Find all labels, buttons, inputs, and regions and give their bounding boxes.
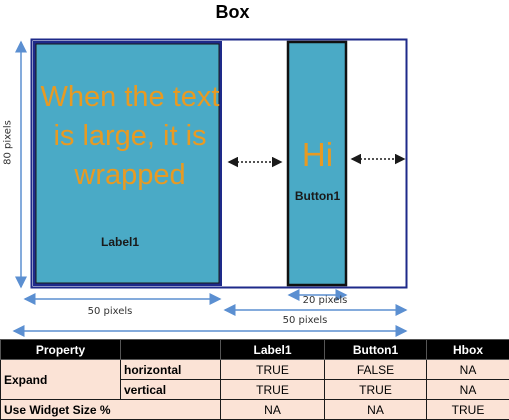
row-sub-label: vertical (120, 379, 221, 400)
button-width-dimension-label: 20 pixels (302, 295, 348, 306)
table-cell: TRUE (324, 379, 427, 400)
row-sub-label: horizontal (120, 359, 221, 380)
vertical-dimension-label: 80 pixels (2, 120, 14, 165)
table-cell: TRUE (426, 399, 509, 420)
table-cell: TRUE (220, 379, 325, 400)
header-button1: Button1 (324, 339, 427, 360)
header-property: Property (0, 339, 121, 360)
property-table: Property Label1 Button1 Hbox Expand hori… (0, 339, 509, 420)
label-widget-name: Label1 (100, 235, 139, 249)
table-row: vertical TRUE TRUE NA (1, 379, 509, 400)
table-cell: NA (324, 399, 427, 420)
diagram-title: Box (215, 2, 250, 22)
table-header-row: Property Label1 Button1 Hbox (0, 339, 509, 360)
table-cell: NA (220, 399, 325, 420)
expand-label: Expand (0, 359, 121, 400)
header-hbox: Hbox (426, 339, 509, 360)
remaining-width-dimension-label: 50 pixels (282, 315, 328, 326)
table-row: Expand horizontal TRUE FALSE NA (0, 359, 509, 400)
header-label1: Label1 (220, 339, 325, 360)
button-widget-name: Button1 (294, 189, 341, 203)
button-widget (286, 40, 348, 287)
table-cell: TRUE (220, 359, 325, 380)
header-subproperty (120, 339, 221, 360)
button-widget-text: Hi (301, 136, 334, 173)
table-cell: FALSE (324, 359, 427, 380)
label-widget-text: When the text is large, it is wrapped (40, 81, 220, 191)
widget-size-label: Use Widget Size % (0, 399, 221, 420)
box-diagram (12, 38, 408, 337)
table-row: Use Widget Size % NA NA TRUE (0, 399, 509, 420)
table-cell: NA (426, 359, 509, 380)
label-width-dimension-label: 50 pixels (87, 306, 133, 317)
table-cell: NA (426, 379, 509, 400)
